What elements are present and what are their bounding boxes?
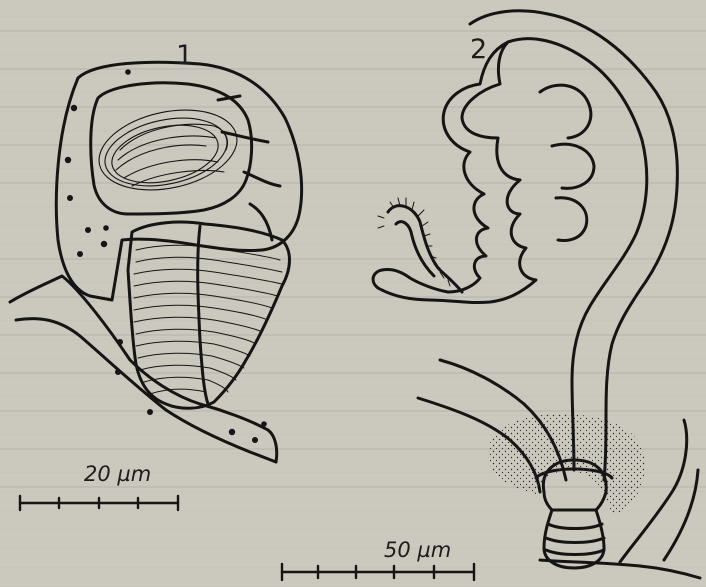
fig2-lobe [552, 144, 594, 188]
fig1-segment-line [222, 132, 268, 142]
fig1-scale-bar [20, 496, 178, 510]
fig2-inner-tube [508, 39, 647, 470]
fig1-duct-tip [200, 404, 277, 462]
fig1-inner-wall [91, 83, 252, 214]
fig2-folded-arm [373, 42, 536, 303]
fig2-lobe [540, 85, 591, 138]
fig1-duct-upper [10, 276, 200, 404]
fig2-bulb-ring [546, 538, 604, 543]
fig2-stippled-tissue [488, 414, 645, 516]
fig1-segment-line [244, 172, 280, 186]
figure-2-label: 2 [470, 34, 487, 65]
figure-1-drawing [10, 62, 302, 462]
fig1-striations [134, 245, 282, 394]
figure-2-scale-label: 50 µm [384, 538, 451, 562]
figure-1-scale-label: 20 µm [84, 462, 151, 486]
fig2-right-fold [664, 470, 698, 560]
fig1-coiled-thread [92, 98, 245, 201]
fig2-scale-bar [282, 564, 474, 580]
fig1-segment-line [218, 96, 240, 100]
fig2-lobe [556, 198, 587, 241]
figure-2-drawing [373, 11, 700, 578]
fig2-bulb-ring [548, 524, 602, 529]
fig1-division-line [198, 226, 208, 404]
figure-1-label: 1 [176, 40, 193, 71]
fig2-hook [388, 206, 462, 292]
fig2-bulb-ring [546, 550, 604, 555]
